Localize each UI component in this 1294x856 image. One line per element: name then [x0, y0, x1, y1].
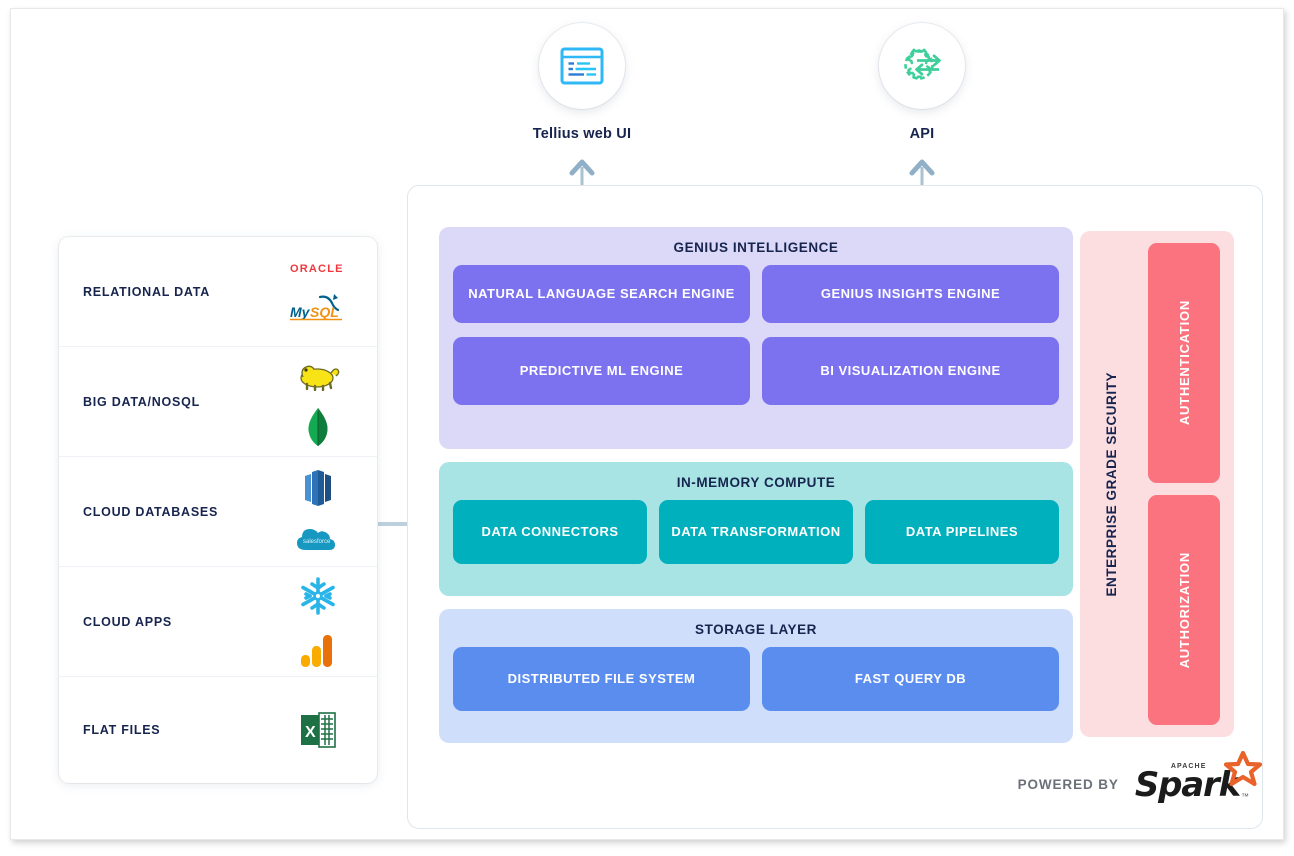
- channel-icon-circle: [879, 23, 965, 109]
- layer-title: GENIUS INTELLIGENCE: [673, 240, 839, 255]
- source-row-label: CLOUD DATABASES: [83, 504, 219, 519]
- layer-title: STORAGE LAYER: [695, 622, 817, 637]
- source-row-logos: [281, 357, 355, 447]
- source-row-label: BIG DATA/NOSQL: [83, 394, 200, 409]
- powered-by-label: POWERED BY: [1017, 777, 1119, 793]
- card-distributed-file-system[interactable]: DISTRIBUTED FILE SYSTEM: [453, 647, 750, 711]
- apache-label: APACHE: [1170, 762, 1207, 770]
- svg-text:salesforce: salesforce: [303, 539, 331, 545]
- layer-storage[interactable]: STORAGE LAYER DISTRIBUTED FILE SYSTEM FA…: [439, 609, 1073, 743]
- spark-star-icon: [1223, 750, 1263, 786]
- source-row-logos: ORACLE My SQL: [281, 261, 355, 323]
- card-authentication-label: AUTHENTICATION: [1176, 300, 1192, 426]
- channel-icon-circle: [539, 23, 625, 109]
- hadoop-logo: [300, 365, 340, 391]
- layer-in-memory-compute[interactable]: IN-MEMORY COMPUTE DATA CONNECTORS DATA T…: [439, 462, 1073, 596]
- google-analytics-logo: [301, 634, 332, 667]
- amazon-redshift-logo: [305, 469, 331, 506]
- svg-text:ORACLE: ORACLE: [290, 263, 344, 275]
- mysql-logo: My SQL: [290, 293, 342, 320]
- gear-exchange-icon: [904, 48, 941, 80]
- source-row-label: FLAT FILES: [83, 723, 161, 737]
- browser-window-icon: [560, 47, 604, 85]
- svg-text:SQL: SQL: [310, 304, 339, 320]
- card-natural-language-search-engine[interactable]: NATURAL LANGUAGE SEARCH ENGINE: [453, 265, 750, 323]
- source-row-logos: salesforce: [281, 468, 355, 556]
- security-panel[interactable]: ENTERPRISE GRADE SECURITY AUTHENTICATION…: [1080, 231, 1234, 737]
- layer-genius-intelligence[interactable]: GENIUS INTELLIGENCE NATURAL LANGUAGE SEA…: [439, 227, 1073, 449]
- card-fast-query-db[interactable]: FAST QUERY DB: [762, 647, 1059, 711]
- source-row-logos: X: [281, 711, 355, 749]
- powered-by-spark: POWERED BY APACHE Spark ™: [1017, 750, 1263, 805]
- channel-tellius-web-ui[interactable]: Tellius web UI: [507, 23, 657, 142]
- card-data-pipelines[interactable]: DATA PIPELINES: [865, 500, 1059, 564]
- layer-card-row: DISTRIBUTED FILE SYSTEM FAST QUERY DB: [439, 637, 1073, 725]
- mongodb-logo: [308, 407, 328, 446]
- source-row-cloud-apps[interactable]: CLOUD APPS: [59, 567, 377, 677]
- layer-card-row: PREDICTIVE ML ENGINE BI VISUALIZATION EN…: [439, 337, 1073, 419]
- layer-title: IN-MEMORY COMPUTE: [676, 475, 836, 490]
- layer-card-row: NATURAL LANGUAGE SEARCH ENGINE GENIUS IN…: [439, 255, 1073, 337]
- source-row-cloud-databases[interactable]: CLOUD DATABASES salesforce: [59, 457, 377, 567]
- trademark-symbol: ™: [1241, 792, 1249, 801]
- source-row-relational-data[interactable]: RELATIONAL DATA ORACLE My SQL: [59, 237, 377, 347]
- layer-card-row: DATA CONNECTORS DATA TRANSFORMATION DATA…: [439, 490, 1073, 578]
- source-row-big-data-nosql[interactable]: BIG DATA/NOSQL: [59, 347, 377, 457]
- card-predictive-ml-engine[interactable]: PREDICTIVE ML ENGINE: [453, 337, 750, 405]
- card-authorization-label: AUTHORIZATION: [1176, 551, 1192, 669]
- oracle-logo: ORACLE: [290, 263, 344, 275]
- channel-label: API: [909, 126, 935, 142]
- source-row-logos: [281, 575, 355, 669]
- channel-label: Tellius web UI: [532, 126, 632, 142]
- svg-text:My: My: [290, 304, 311, 320]
- source-row-label: RELATIONAL DATA: [83, 284, 210, 299]
- data-sources-panel: RELATIONAL DATA ORACLE My SQL BIG DATA/N: [59, 237, 377, 783]
- apache-spark-logo: APACHE Spark ™: [1134, 750, 1263, 805]
- card-authorization[interactable]: AUTHORIZATION: [1148, 495, 1220, 725]
- svg-text:X: X: [305, 724, 316, 741]
- excel-logo: X: [301, 712, 336, 748]
- card-authentication[interactable]: AUTHENTICATION: [1148, 243, 1220, 483]
- card-genius-insights-engine[interactable]: GENIUS INSIGHTS ENGINE: [762, 265, 1059, 323]
- source-row-label: CLOUD APPS: [83, 614, 172, 629]
- security-panel-label: ENTERPRISE GRADE SECURITY: [1080, 231, 1144, 737]
- source-row-flat-files[interactable]: FLAT FILES X: [59, 677, 377, 783]
- security-label-text: ENTERPRISE GRADE SECURITY: [1103, 371, 1119, 597]
- card-data-transformation[interactable]: DATA TRANSFORMATION: [659, 500, 853, 564]
- snowflake-logo: [301, 576, 335, 615]
- diagram-sheet: Tellius web UI API: [10, 8, 1284, 840]
- card-bi-visualization-engine[interactable]: BI VISUALIZATION ENGINE: [762, 337, 1059, 405]
- spark-wordmark: Spark: [1134, 764, 1241, 805]
- card-data-connectors[interactable]: DATA CONNECTORS: [453, 500, 647, 564]
- channel-api[interactable]: API: [847, 23, 997, 142]
- salesforce-logo: salesforce: [297, 528, 335, 550]
